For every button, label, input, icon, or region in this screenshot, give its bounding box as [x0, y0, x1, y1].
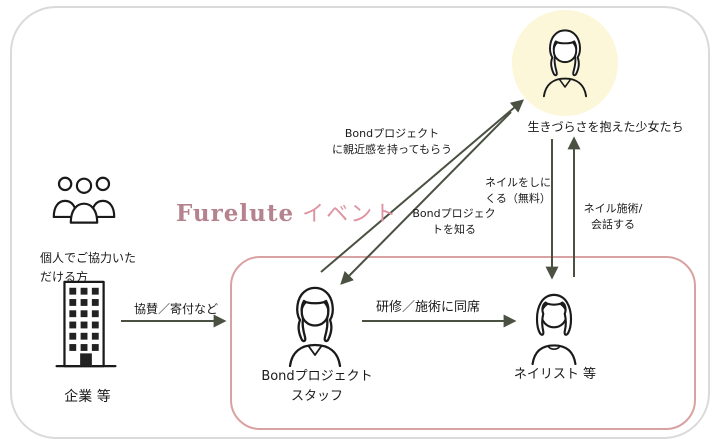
know-arrow-label: Bondプロジェク トを知る — [412, 207, 496, 236]
affinity-arrow-label: Bondプロジェクト に親近感を持ってもらう — [332, 127, 452, 156]
event-title-suffix: イベント — [302, 202, 399, 227]
staff-label: Bondプロジェクト スタッフ — [261, 369, 373, 404]
company-label: 企業 等 — [64, 389, 111, 405]
diagram-frame — [10, 6, 710, 439]
staff-icon — [288, 286, 342, 367]
building-icon — [55, 280, 117, 368]
training-arrow-label: 研修／施術に同席 — [375, 300, 480, 315]
event-title-brand: Furelute — [176, 200, 295, 227]
nailist-label: ネイリスト 等 — [513, 367, 597, 382]
girl-icon — [542, 29, 588, 98]
sponsor-arrow-label: 協賛／寄付など — [133, 302, 218, 316]
girls-label: 生きづらさを抱えた少女たち — [527, 120, 684, 134]
nail-service-arrow-label: ネイル施術/ 会話する — [583, 202, 643, 231]
event-title: Furelute イベント — [176, 196, 398, 228]
individuals-label: 個人でご協力いた だける方 — [40, 251, 137, 284]
nailist-icon — [531, 293, 577, 365]
people-group-icon — [52, 176, 116, 224]
nail-visit-arrow-label: ネイルをしに くる（無料） — [485, 176, 551, 205]
